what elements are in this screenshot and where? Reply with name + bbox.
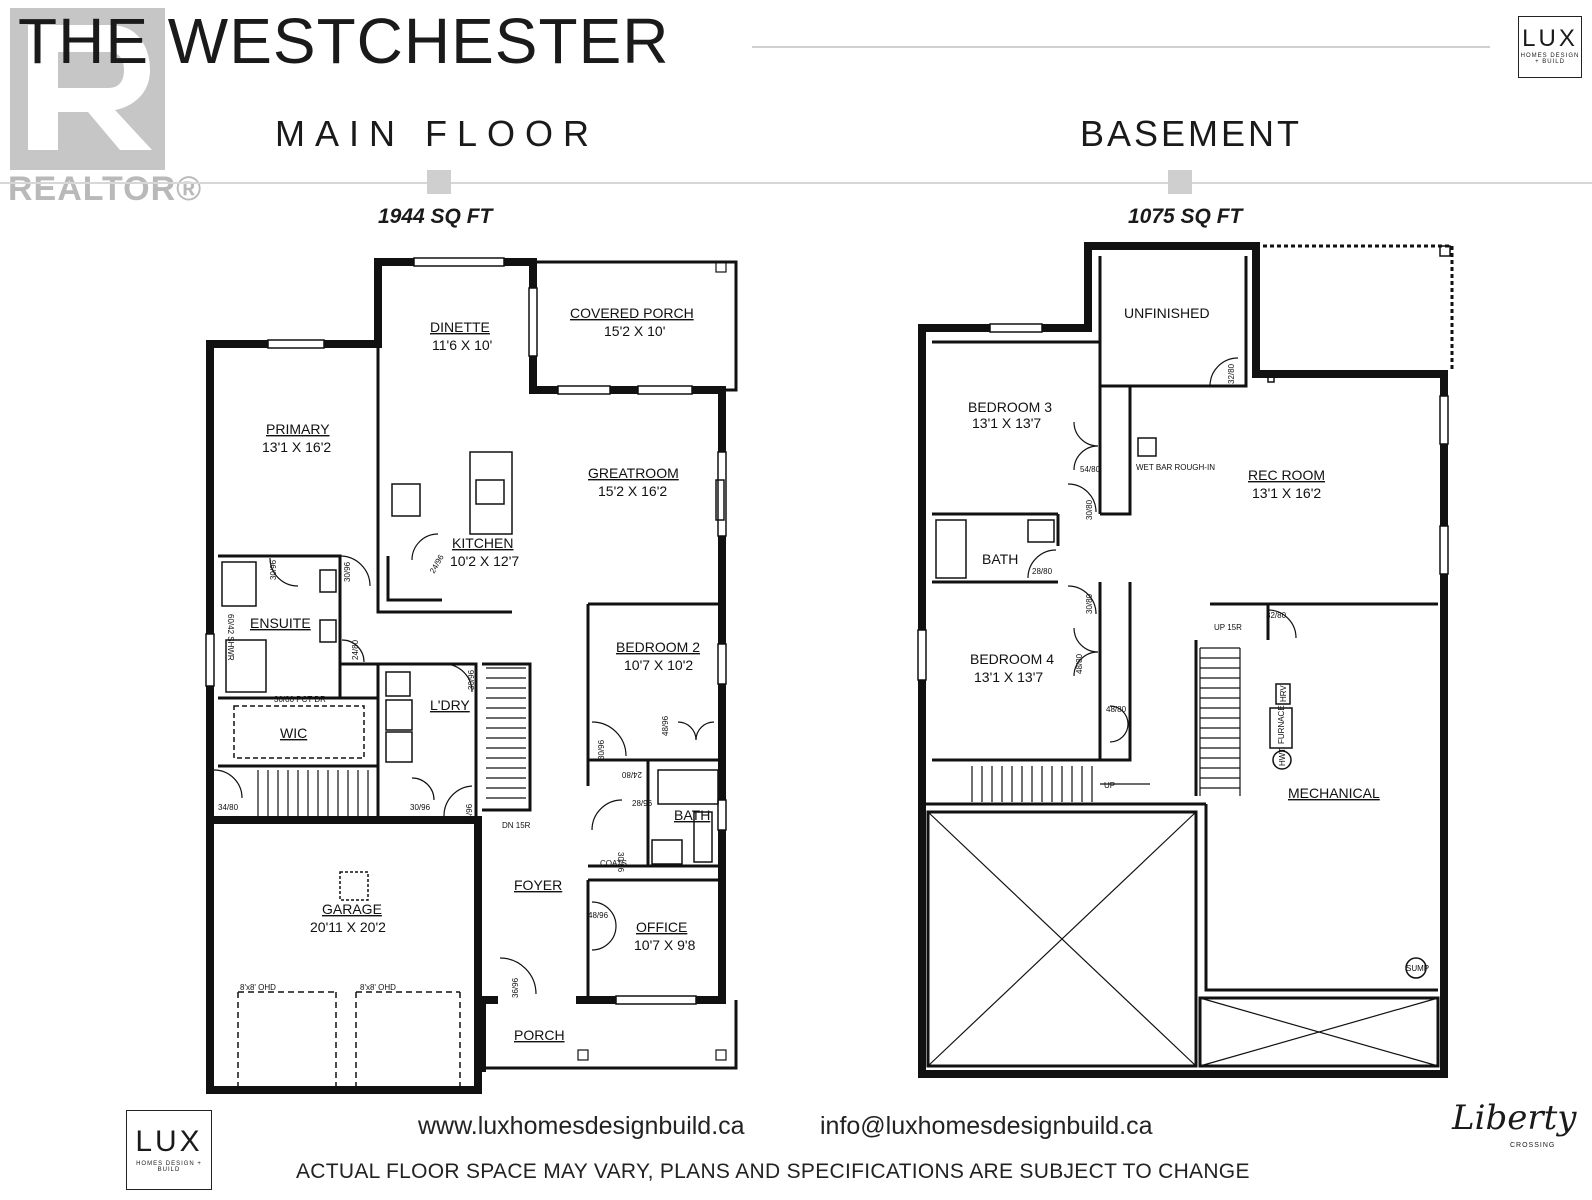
website-link[interactable]: www.luxhomesdesignbuild.ca [418,1112,745,1140]
room-dims-kitchen: 10'2 X 12'7 [450,553,519,569]
annotation: WET BAR ROUGH-IN [1136,463,1215,472]
room-dims-bedroom-2: 10'7 X 10'2 [624,657,693,673]
room-name-basement-bath: BATH [982,551,1018,567]
realtor-logo [10,8,165,170]
annotation: 30/96 [597,739,606,760]
room-dims-bedroom-3: 13'1 X 13'7 [972,415,1041,431]
disclaimer-text: ACTUAL FLOOR SPACE MAY VARY, PLANS AND S… [296,1160,1250,1183]
room-name-kitchen: KITCHEN [452,535,513,551]
room-name-mechanical: MECHANICAL [1288,785,1380,801]
room-name-bedroom-4: BEDROOM 4 [970,651,1054,667]
annotation: 48/80 [1075,653,1084,674]
lux-logo-tagline: HOMES DESIGN + BUILD [1520,53,1580,65]
lux-logo-name: LUX [135,1125,203,1158]
room-dims-greatroom: 15'2 X 16'2 [598,483,667,499]
room-name-wic: WIC [280,725,307,741]
lux-logo-name: LUX [1522,25,1578,52]
room-dims-dinette: 11'6 X 10' [432,337,492,353]
room-dims-garage: 20'11 X 20'2 [310,919,386,935]
annotation: 30/80 [1085,593,1094,614]
annotation: DN 15R [502,821,531,830]
main-floor-sqft: 1944 SQ FT [378,205,493,228]
annotation: 24/80 [621,770,642,779]
basement-heading: BASEMENT [1080,113,1303,154]
room-name-foyer: FOYER [514,877,562,893]
annotation: 30/96 [616,852,625,873]
room-name-unfinished: UNFINISHED [1124,305,1210,321]
annotation: 28/96 [632,799,653,808]
heading-divider [0,182,1592,184]
annotation: HWT [1278,748,1287,766]
annotation: SUMP [1406,964,1429,973]
main-floor-heading: MAIN FLOOR [275,113,600,154]
room-name-primary: PRIMARY [266,421,330,437]
room-name-ensuite: ENSUITE [250,615,311,631]
annotation: 30/96 [343,561,352,582]
annotation: FURNACE [1277,705,1286,744]
title-divider [752,46,1490,48]
basement-marker [1168,170,1192,194]
annotation: 54/80 [1080,465,1101,474]
room-name-garage: GARAGE [322,901,382,917]
room-name-bedroom-3: BEDROOM 3 [968,399,1052,415]
room-name-greatroom: GREATROOM [588,465,679,481]
realtor-watermark: REALTOR® [8,170,203,208]
room-name-office: OFFICE [636,919,687,935]
basement-sqft: 1075 SQ FT [1128,205,1243,228]
email-link[interactable]: info@luxhomesdesignbuild.ca [820,1112,1153,1140]
community-logo: Liberty [1452,1098,1577,1138]
annotation: 34/96 [465,803,474,824]
annotation: 60/42 SHWR [226,614,235,661]
room-dims-office: 10'7 X 9'8 [634,937,696,953]
annotation: 32/80 [1227,363,1236,384]
annotation: 8'x8' OHD [240,983,276,992]
room-dims-primary: 13'1 X 16'2 [262,439,331,455]
annotation: 34/80 [218,803,239,812]
room-name-dinette: DINETTE [430,319,490,335]
annotation: 8'x8' OHD [360,983,396,992]
annotation: 32/80 [1266,611,1287,620]
annotation: 30/96 [467,669,476,690]
annotation: 30/80 PCT DR [274,695,326,704]
annotation: 48/80 [1106,705,1127,714]
annotation: 24/80 [351,639,360,660]
annotation: UP 15R [1214,623,1242,632]
room-name-bath: BATH [674,807,710,823]
room-dims-rec-room: 13'1 X 16'2 [1252,485,1321,501]
room-name-rec-room: REC ROOM [1248,467,1325,483]
room-name-bedroom-2: BEDROOM 2 [616,639,700,655]
community-logo-sub: CROSSING [1510,1142,1556,1149]
lux-logo-tagline: HOMES DESIGN + BUILD [136,1161,202,1173]
annotation: UP [1104,781,1115,790]
lux-logo-top: LUX HOMES DESIGN + BUILD [1518,16,1582,78]
annotation: HRV [1279,685,1288,702]
annotation: 48/96 [588,911,609,920]
room-dims-covered-porch: 15'2 X 10' [604,323,665,339]
room-name-covered-porch: COVERED PORCH [570,305,694,321]
annotation: 36/96 [511,977,520,998]
annotation: 28/80 [1032,567,1053,576]
room-name-porch: PORCH [514,1027,565,1043]
annotation: 30/96 [410,803,431,812]
annotation: 30/96 [269,559,278,580]
main-floor-marker [427,170,451,194]
plan-title: THE WESTCHESTER [18,5,670,77]
room-name-laundry: L'DRY [430,697,470,713]
annotation: COATS [600,859,627,868]
room-dims-bedroom-4: 13'1 X 13'7 [974,669,1043,685]
annotation: 30/80 [1085,499,1094,520]
annotation: 48/96 [661,715,670,736]
lux-logo-bottom: LUX HOMES DESIGN + BUILD [126,1110,212,1190]
